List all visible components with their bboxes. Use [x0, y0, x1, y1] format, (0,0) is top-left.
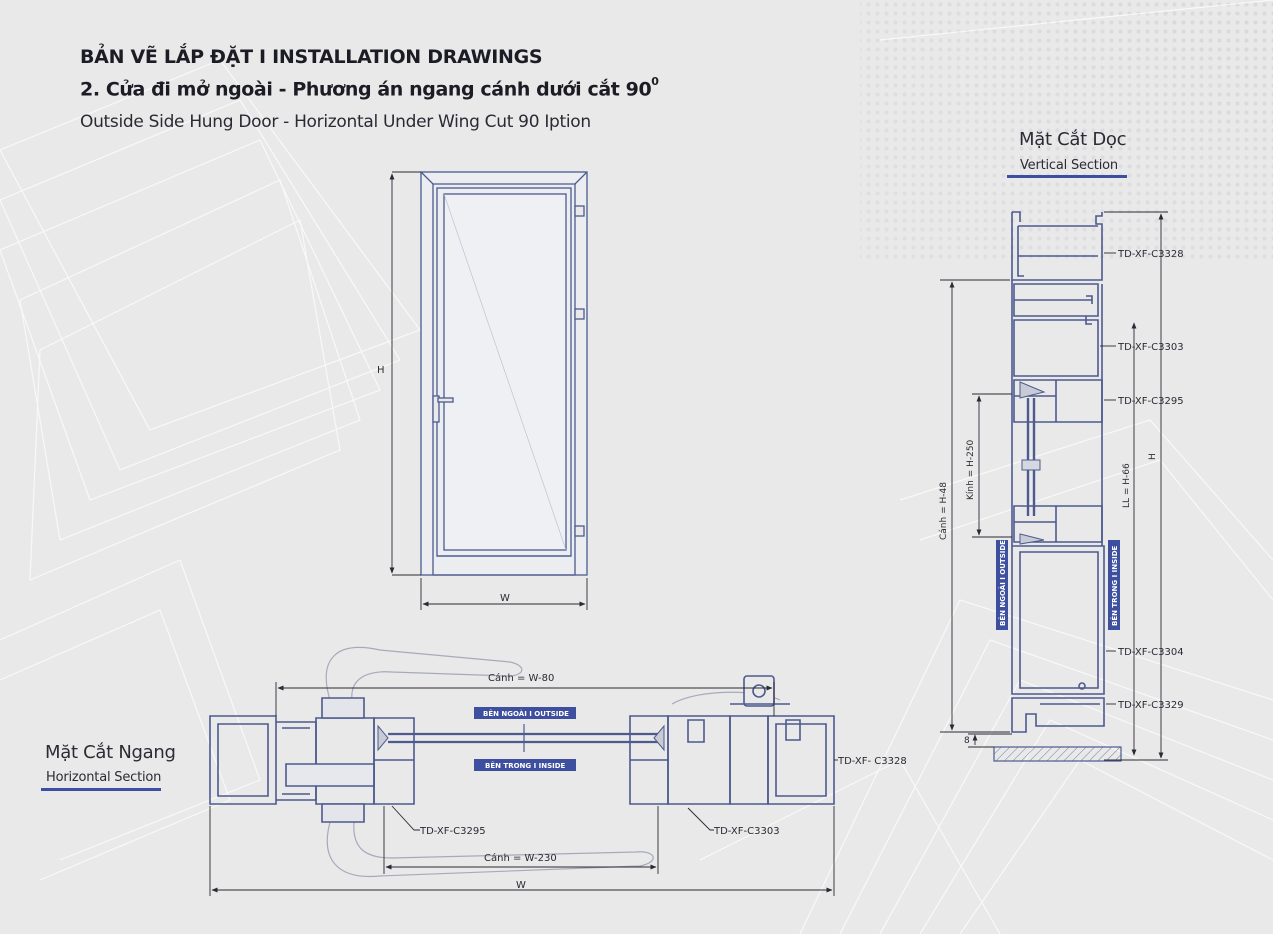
vertical-section-underline [1007, 175, 1127, 178]
hinge-middle [574, 308, 585, 320]
vertical-section-title: Mặt Cắt Dọc [1019, 129, 1127, 150]
vs-profile-label-3: TD-XF-C3295 [1117, 396, 1184, 407]
page-subtitle-superscript: 0 [651, 75, 659, 88]
vs-badge-outside: BÊN NGOÀI I OUTSIDE [996, 540, 1008, 630]
door-elevation [420, 171, 588, 576]
page-subtitle-text: 2. Cửa đi mở ngoài - Phương án ngang cán… [80, 78, 652, 101]
floor-slab [993, 746, 1122, 762]
profile-c3329 [1011, 697, 1105, 733]
horizontal-section-dimensions [209, 682, 838, 896]
vs-dim-ll: LL = H-66 [1122, 463, 1132, 508]
vs-dim-glass: Kính = H-250 [966, 439, 976, 500]
horizontal-section-title: Mặt Cắt Ngang [45, 742, 176, 763]
hs-dim-sash-bottom: Cánh = W-230 [484, 852, 557, 864]
hs-badge-inside-text: BÊN TRONG I INSIDE [485, 761, 566, 770]
profile-c3328-top [1011, 212, 1103, 281]
page-subtitle-english: Outside Side Hung Door - Horizontal Unde… [80, 112, 591, 132]
hs-right-jamb [729, 715, 769, 805]
door-handle-lever [437, 397, 454, 403]
hs-left-sash [315, 717, 375, 805]
hs-badge-inside: BÊN TRONG I INSIDE [474, 759, 576, 771]
hs-profile-right: TD-XF- C3328 [837, 756, 907, 767]
hs-c3295 [373, 717, 415, 805]
vs-badge-inside: BÊN TRONG I INSIDE [1108, 540, 1120, 630]
profile-c3303 [1013, 283, 1099, 317]
hs-profile-mid-bottom: TD-XF-C3303 [713, 826, 780, 837]
hs-left-jamb [209, 715, 277, 805]
horizontal-section-underline [41, 788, 161, 791]
elevation-dimensions [389, 171, 588, 610]
hs-hinge-knuckle [743, 675, 775, 707]
hs-dim-sash-top: Cánh = W-80 [488, 672, 554, 684]
hs-badge-outside: BÊN NGOÀI I OUTSIDE [474, 707, 576, 719]
glass-diagonal [443, 193, 567, 551]
horizontal-section [209, 675, 835, 823]
vs-badge-inside-text: BÊN TRONG I INSIDE [1110, 545, 1119, 626]
vs-profile-label-2: TD-XF-C3303 [1117, 342, 1184, 353]
page-title: BẢN VẼ LẮP ĐẶT I INSTALLATION DRAWINGS [80, 46, 543, 68]
hinge-bottom [574, 525, 585, 537]
hs-profile-left-bottom: TD-XF-C3295 [419, 826, 486, 837]
vs-dim-gap: 8 [964, 736, 970, 746]
hinge-top [574, 205, 585, 217]
hs-badge-outside-text: BÊN NGOÀI I OUTSIDE [483, 709, 569, 718]
hs-dim-total: W [516, 880, 526, 891]
vertical-section [1011, 211, 1105, 733]
elevation-width-label: W [500, 593, 510, 604]
vs-profile-label-5: TD-XF-C3329 [1117, 700, 1184, 711]
door-handle-plate [432, 395, 440, 423]
hs-right-sash [667, 715, 731, 805]
vs-profile-label-1: TD-XF-C3328 [1117, 249, 1184, 260]
elevation-height-label: H [377, 365, 385, 376]
vs-dim-sash: Cánh = H-48 [939, 482, 949, 540]
vs-badge-outside-text: BÊN NGOÀI I OUTSIDE [998, 540, 1007, 626]
page-subtitle: 2. Cửa đi mở ngoài - Phương án ngang cán… [80, 75, 659, 101]
vertical-section-dimensions [940, 211, 1168, 761]
vertical-section-subtitle: Vertical Section [1020, 158, 1118, 173]
vs-dim-total: H [1148, 453, 1158, 460]
vs-profile-label-4: TD-XF-C3304 [1117, 647, 1184, 658]
profile-c3304 [1011, 545, 1105, 695]
door-frame-top-miter [420, 171, 588, 185]
horizontal-section-subtitle: Horizontal Section [46, 770, 162, 785]
